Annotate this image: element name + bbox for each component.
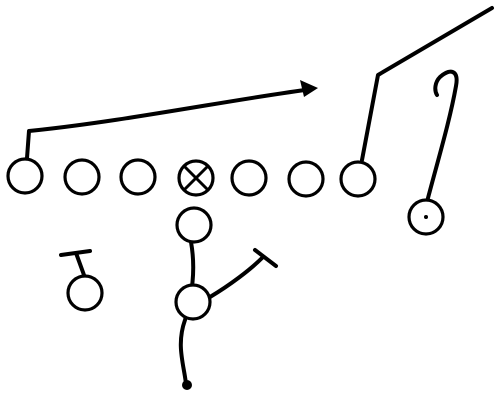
quarterback-path-end-dot [182, 380, 192, 390]
player-right-guard [230, 159, 268, 197]
tight-end-route [360, 6, 494, 162]
player-tight-end [339, 160, 377, 198]
player-wide-receiver-right [407, 198, 445, 236]
fullback-block [208, 256, 264, 299]
receiver-center-dot [424, 215, 428, 219]
player-left-tackle [6, 157, 44, 195]
player-halfback-left [66, 274, 104, 312]
player-center [177, 159, 215, 197]
player-quarterback [175, 206, 213, 244]
player-left-guard-outer [63, 158, 101, 196]
fullback-block-bar [253, 248, 278, 268]
player-fullback [174, 283, 212, 321]
player-left-guard [119, 158, 157, 196]
center-x-mark [183, 165, 209, 191]
receiver-hook-route [426, 69, 459, 200]
quarterback-path [178, 240, 196, 386]
halfback-block-bar [59, 249, 92, 257]
left-tackle-route [25, 88, 307, 160]
player-right-tackle [287, 160, 325, 198]
halfback-block [74, 251, 86, 277]
route-arrowhead [300, 80, 318, 97]
